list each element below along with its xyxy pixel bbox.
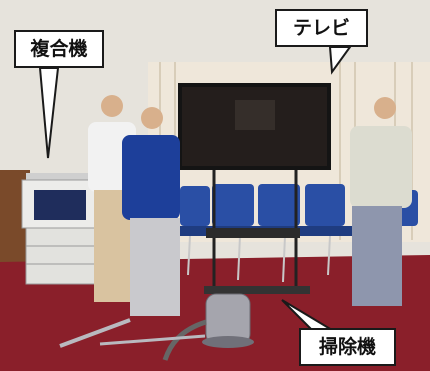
tv-callout-label: テレビ — [275, 9, 368, 47]
printer-callout-tail — [38, 67, 60, 159]
vacuum — [59, 293, 254, 361]
person-center — [122, 107, 180, 316]
vacuum-callout-label: 掃除機 — [299, 328, 396, 366]
printer-callout-label: 複合機 — [14, 30, 104, 68]
printer — [21, 173, 99, 285]
tv-callout-tail — [328, 46, 352, 75]
television — [178, 83, 331, 294]
person-right — [350, 97, 412, 306]
chair-legs — [187, 235, 331, 283]
